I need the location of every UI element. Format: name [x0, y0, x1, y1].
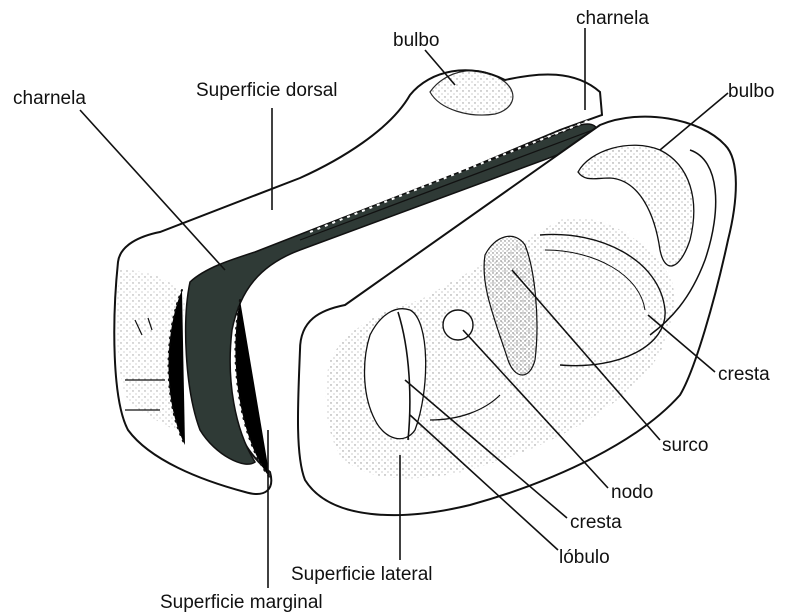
label-charnela-left: charnela — [13, 88, 86, 109]
label-superficie-dorsal: Superficie dorsal — [196, 80, 338, 101]
label-lobulo: lóbulo — [559, 547, 610, 568]
label-bulbo-right: bulbo — [728, 81, 775, 102]
label-surco: surco — [662, 435, 708, 456]
label-cresta-right: cresta — [718, 364, 770, 385]
label-superficie-lateral: Superficie lateral — [291, 564, 433, 585]
label-cresta-center: cresta — [570, 512, 622, 533]
label-bulbo-top: bulbo — [393, 30, 440, 51]
label-nodo: nodo — [611, 482, 653, 503]
label-superficie-marginal: Superficie marginal — [160, 592, 323, 613]
label-charnela-right: charnela — [576, 8, 649, 29]
